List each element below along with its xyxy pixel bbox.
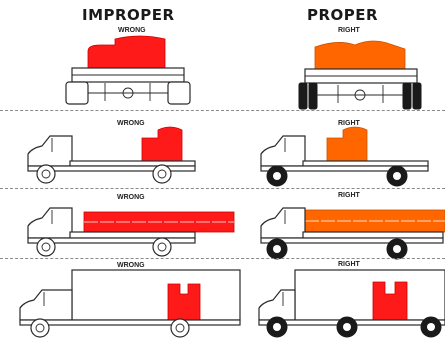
row3-proper-long-load [255,198,445,264]
divider-3 [0,258,445,259]
row1-proper-rear-view [293,33,428,111]
row3-improper-long-load [10,198,240,258]
row1-right-load [315,41,405,69]
row2-proper-flatbed [255,124,445,190]
row1-improper-rear-view [60,33,195,108]
divider-1 [0,110,445,111]
improper-heading: IMPROPER [82,6,175,24]
row4-proper-box-van [255,266,445,338]
row2-wrong-load [142,127,182,161]
row2-improper-flatbed [10,124,210,186]
row4-improper-box-van [10,268,245,338]
divider-2 [0,188,445,189]
proper-heading: PROPER [307,6,378,24]
row2-right-load [327,127,367,161]
row1-wrong-load [88,36,165,68]
